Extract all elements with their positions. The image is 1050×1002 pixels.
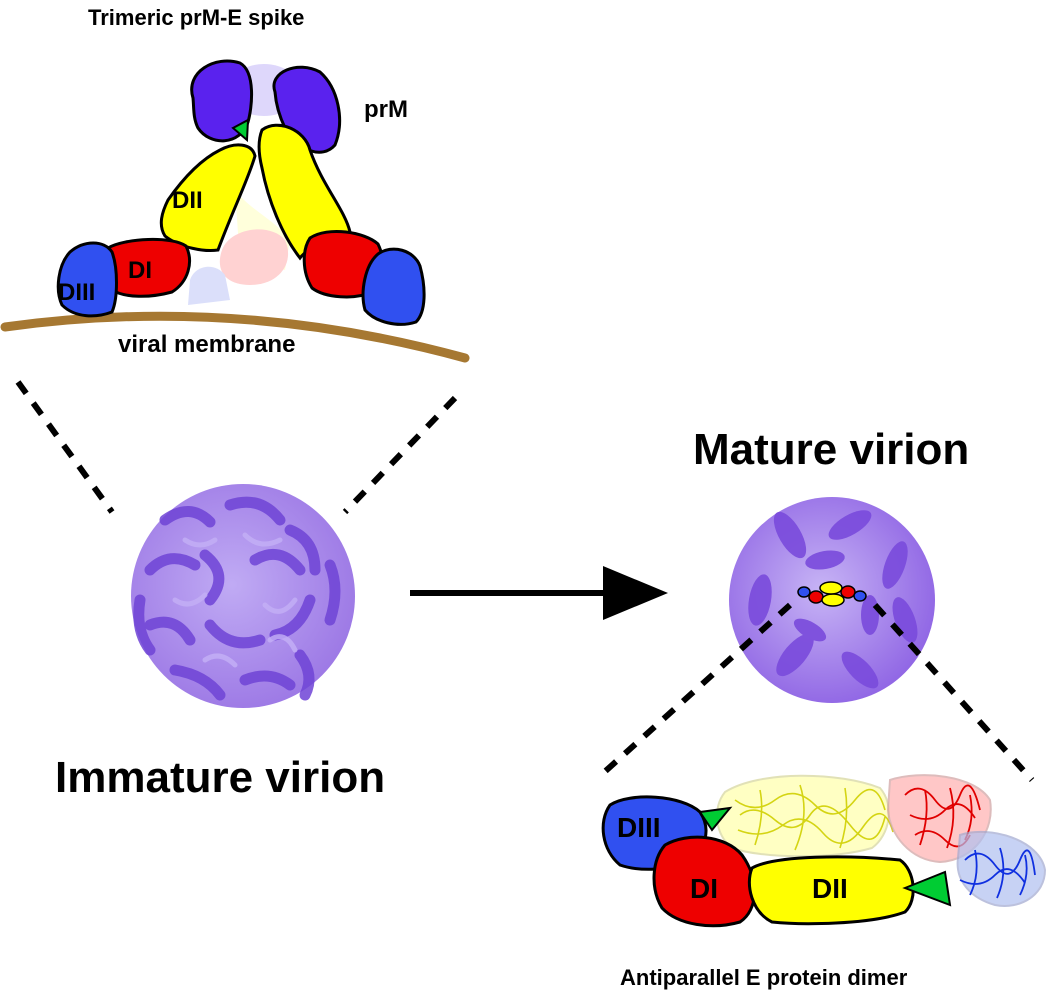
diii-left	[56, 241, 118, 318]
mini-dimer-marker	[797, 581, 867, 607]
dimer-diii-label: DIII	[617, 812, 661, 843]
dimer-dii-label: DII	[812, 873, 848, 904]
dii-left	[159, 143, 257, 252]
spike-title: Trimeric prM-E spike	[88, 5, 304, 30]
dimer-di	[652, 835, 756, 928]
maturation-arrow	[410, 566, 668, 620]
prm-e-spike: Trimeric prM-E spike prM DII DI DIII vir…	[0, 5, 470, 363]
e-protein-dimer: DIII DI DII Antiparallel E protein dimer	[601, 774, 1047, 990]
mature-virion: Mature virion	[693, 425, 969, 703]
dimer-caption: Antiparallel E protein dimer	[620, 965, 908, 990]
ribbon-subunit	[715, 774, 1047, 907]
mature-label: Mature virion	[693, 425, 969, 474]
dimer-fusion-loop-a	[698, 806, 733, 832]
immature-label: Immature virion	[55, 753, 385, 802]
viral-membrane	[0, 311, 470, 363]
membrane-label: viral membrane	[118, 331, 295, 358]
di-label: DI	[128, 257, 152, 284]
diii-label: DIII	[58, 279, 95, 306]
fusion-loop-left	[231, 118, 250, 143]
diii-right	[361, 247, 426, 326]
immature-virion: Immature virion	[55, 484, 385, 802]
dimer-dii	[747, 855, 915, 926]
zoom-lines-mature	[597, 602, 1035, 783]
dimer-di-label: DI	[690, 873, 718, 904]
dimer-fusion-loop-b	[902, 870, 952, 907]
dii-label: DII	[172, 187, 203, 214]
zoom-lines-immature	[15, 380, 458, 515]
prm-label: prM	[364, 96, 408, 123]
